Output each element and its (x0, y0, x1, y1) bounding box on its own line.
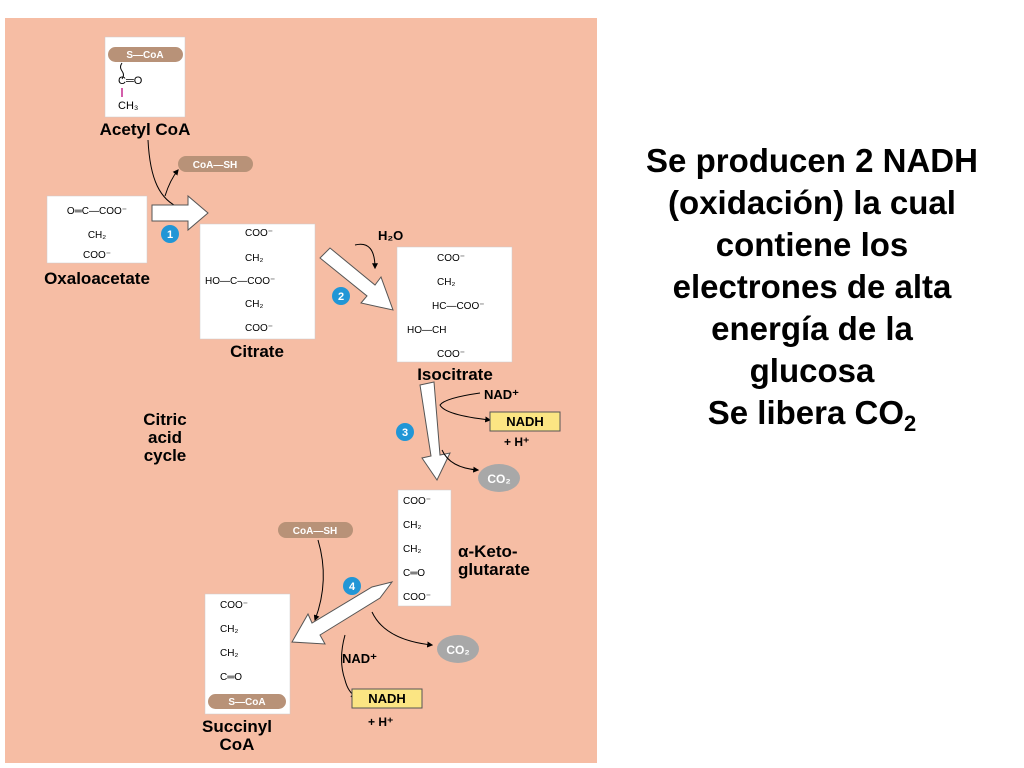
co2-label-1: CO₂ (487, 472, 510, 486)
oxaloacetate-line-3: COO⁻ (83, 250, 111, 261)
co2-subscript: 2 (904, 411, 917, 436)
isocitrate-molecule: COO⁻ CH₂ HC—COO⁻ HO—CH COO⁻ Isocitrate (396, 246, 513, 384)
nad-plus-label-2: NAD⁺ (342, 651, 377, 666)
citrate-line-4: CH₂ (245, 299, 263, 310)
succinyl-label-2: CoA (220, 735, 255, 754)
step-2-arrow (319, 247, 394, 311)
coa-sh-top-label: CoA—SH (193, 160, 237, 171)
citrate-line-1: COO⁻ (245, 228, 273, 239)
nad-plus-label-1: NAD⁺ (484, 387, 519, 402)
citrate-line-3: HO—C—COO⁻ (205, 276, 275, 287)
oxaloacetate-line-2: CH₂ (88, 230, 106, 241)
oxaloacetate-label: Oxaloacetate (44, 269, 150, 288)
akg-line-2: CH₂ (403, 520, 421, 531)
arrow-co2-1 (441, 449, 480, 473)
step-3-badge (396, 423, 414, 441)
citrate-line-5: COO⁻ (245, 323, 273, 334)
step-4-badge (343, 577, 361, 595)
step-2-badge (332, 287, 350, 305)
succinyl-label-1: Succinyl (202, 717, 272, 736)
co2-oval-2 (437, 635, 479, 663)
h-plus-label-2: + H⁺ (368, 715, 393, 729)
arrow-coa-sh-uptake (313, 539, 324, 622)
akg-line-1: COO⁻ (403, 496, 431, 507)
h2o-label: H₂O (378, 228, 403, 243)
slide-text-line-4: electrones de alta (672, 268, 952, 305)
step-3-arrow (419, 381, 451, 481)
step-1-number: 1 (167, 229, 173, 241)
citrate-line-2: CH₂ (245, 253, 263, 264)
oxaloacetate-molecule: O═C—COO⁻ CH₂ COO⁻ Oxaloacetate (44, 195, 150, 288)
alpha-ketoglutarate-molecule: COO⁻ CH₂ CH₂ C═O COO⁻ α-Keto- glutarate (397, 489, 530, 607)
isocitrate-line-5: COO⁻ (437, 349, 465, 360)
isocitrate-line-4: HO—CH (407, 325, 446, 336)
nadh-label-1: NADH (506, 414, 544, 429)
step-2-number: 2 (338, 291, 344, 303)
step-1-badge (161, 225, 179, 243)
isocitrate-line-2: CH₂ (437, 277, 455, 288)
cycle-label-line-3: cycle (144, 446, 187, 465)
slide-text-line-6: glucosa (749, 352, 875, 389)
step-4-arrow (291, 581, 394, 645)
arrow-nad-1 (439, 392, 492, 423)
step-4-number: 4 (349, 581, 356, 593)
oxaloacetate-line-1: O═C—COO⁻ (67, 206, 127, 217)
acetyl-coa-line-1: S—CoA (126, 50, 163, 61)
slide-text-line-1: Se producen 2 NADH (646, 142, 978, 179)
citric-acid-cycle-diagram: S—CoA C═O CH₃ Acetyl CoA CoA—SH O═C—COO⁻… (5, 18, 597, 763)
akg-line-5: COO⁻ (403, 592, 431, 603)
cycle-label-line-2: acid (148, 428, 182, 447)
acetyl-coa-line-3: CH₃ (118, 100, 138, 112)
coa-sh-pill-top (178, 156, 253, 172)
slide-text-line-2: (oxidación) la cual (668, 184, 956, 221)
acetyl-coa-line-2: C═O (118, 75, 143, 87)
nadh-box-1 (489, 411, 561, 432)
akg-line-3: CH₂ (403, 544, 421, 555)
nadh-label-2: NADH (368, 691, 406, 706)
coa-sh-bottom-label: CoA—SH (293, 526, 337, 537)
succinyl-line-2: CH₂ (220, 624, 238, 635)
isocitrate-line-3: HC—COO⁻ (432, 301, 485, 312)
step-3-number: 3 (402, 427, 408, 439)
isocitrate-label: Isocitrate (417, 365, 493, 384)
co2-release-text: Se libera CO (707, 394, 904, 431)
succinyl-line-3: CH₂ (220, 648, 238, 659)
step-1-arrow (151, 194, 209, 232)
akg-label-2: glutarate (458, 560, 530, 579)
akg-line-4: C═O (403, 568, 425, 579)
slide-text-line-5: energía de la (711, 310, 913, 347)
succinyl-line-4: C═O (220, 672, 242, 683)
citrate-molecule: COO⁻ CH₂ HO—C—COO⁻ CH₂ COO⁻ Citrate (199, 223, 316, 361)
succinyl-line-1: COO⁻ (220, 600, 248, 611)
slide-text-line-7: Se libera CO2 (600, 392, 1024, 436)
co2-label-2: CO₂ (446, 643, 469, 657)
acetyl-coa-label: Acetyl CoA (100, 120, 191, 139)
akg-label-1: α-Keto- (458, 542, 518, 561)
coa-sh-pill-bottom (278, 522, 353, 538)
citrate-label: Citrate (230, 342, 284, 361)
slide-text-block: Se producen 2 NADH (oxidación) la cual c… (600, 140, 1024, 436)
slide-text-line-3: contiene los (715, 226, 909, 263)
h-plus-label-1: + H⁺ (504, 435, 529, 449)
acetyl-coa-molecule: S—CoA C═O CH₃ Acetyl CoA (100, 36, 191, 139)
cycle-label-line-1: Citric (143, 410, 186, 429)
co2-oval-1 (478, 464, 520, 492)
isocitrate-line-1: COO⁻ (437, 253, 465, 264)
arrow-h2o (354, 243, 378, 270)
arrow-co2-2 (371, 611, 434, 648)
nadh-box-2 (351, 688, 423, 709)
succinyl-coa-molecule: COO⁻ CH₂ CH₂ C═O S—CoA Succinyl CoA (202, 593, 291, 754)
succinyl-line-5: S—CoA (228, 697, 265, 708)
